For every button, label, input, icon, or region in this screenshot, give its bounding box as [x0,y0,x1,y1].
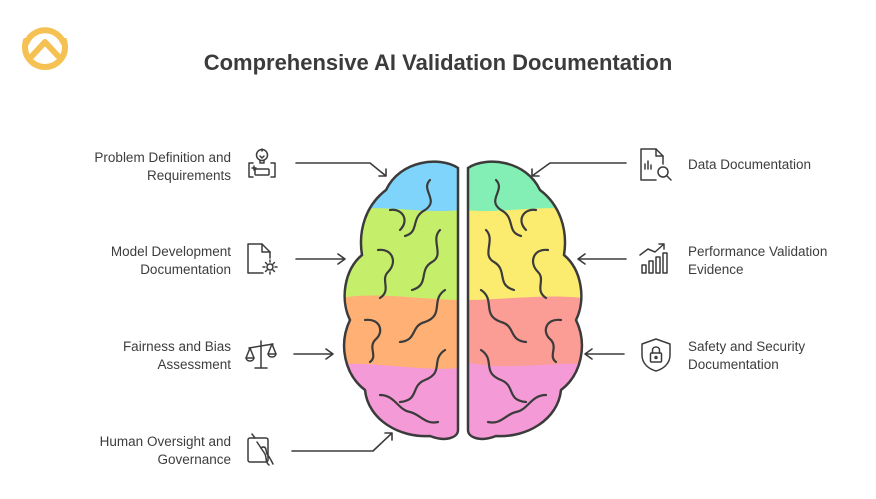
shield-lock-icon [641,338,671,372]
left-hemisphere [344,161,458,439]
right-hemisphere [468,161,582,439]
label-safety-security: Safety and Security Documentation [688,339,806,372]
label-data-documentation: Data Documentation [688,157,812,172]
lobe-orange [344,295,458,375]
label-problem-definition: Problem Definition and Requirements [94,150,231,183]
lobe-yellow [468,208,582,301]
lobe-salmon [468,296,582,372]
lightbulb-icon [248,148,276,178]
hand-touch-icon [247,433,274,466]
document-search-icon [640,148,672,181]
label-human-oversight: Human Oversight and Governance [99,434,231,467]
arrow-data-documentation [531,162,627,177]
arrow-human-oversight [291,432,393,452]
lobe-pink [344,363,458,439]
balance-scale-icon [245,340,277,369]
label-fairness-bias: Fairness and Bias Assessment [122,339,231,372]
label-performance-validation: Performance Validation Evidence [688,244,828,277]
growth-chart-icon [639,243,668,274]
lobe-pink-right [468,362,582,439]
document-gear-icon [247,243,278,275]
logo-icon [22,20,68,70]
arrow-safety-security [584,348,625,360]
arrow-problem-definition [295,162,387,177]
arrow-fairness [293,348,334,360]
label-model-development: Model Development Documentation [110,244,231,277]
arrow-model-development [295,253,346,265]
page-title: Comprehensive AI Validation Documentatio… [203,50,673,75]
arrow-performance-validation [577,253,627,265]
